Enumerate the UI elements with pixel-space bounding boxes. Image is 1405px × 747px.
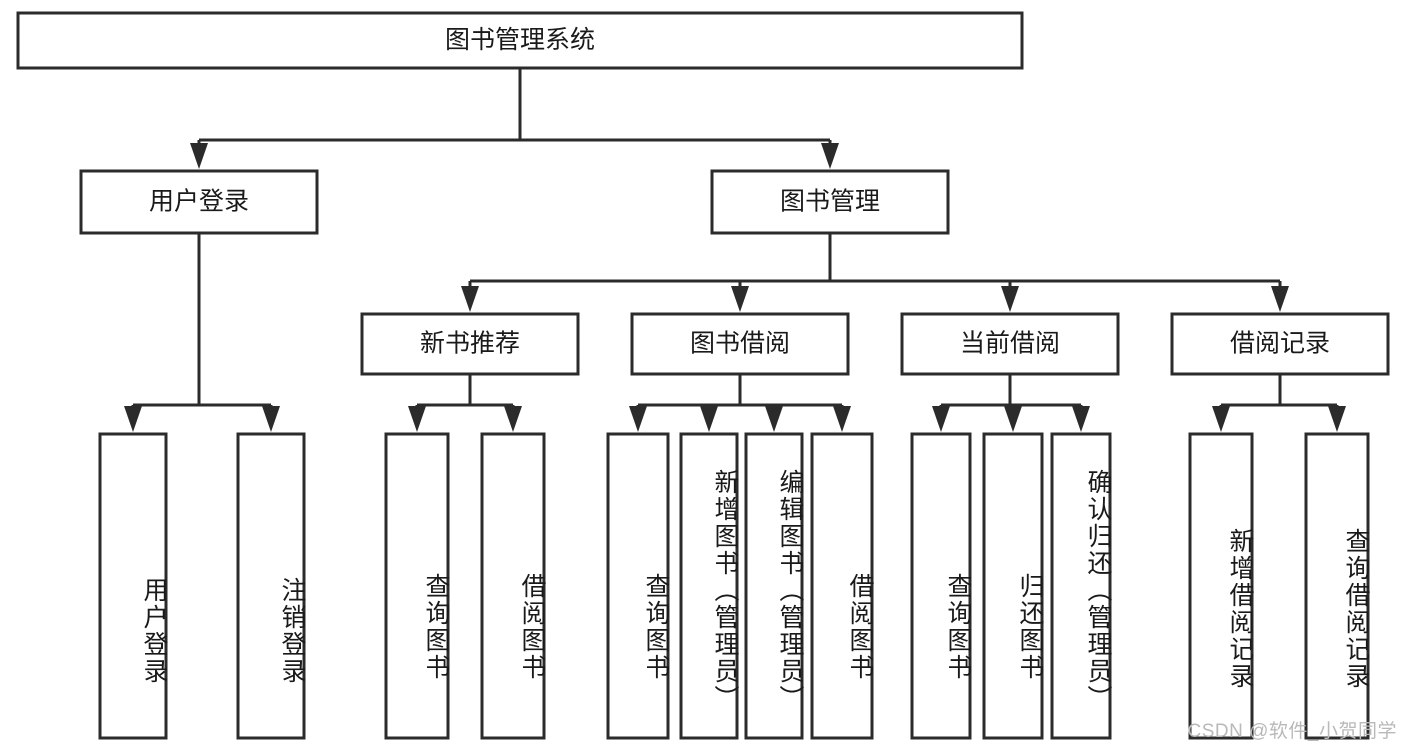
arrow-head-edge-userlogin-bus-1 xyxy=(262,406,280,432)
arrow-head-edge-root-bus-0 xyxy=(190,143,208,169)
node-box-leaf-query-book-3[interactable] xyxy=(910,432,972,740)
node-box-root[interactable] xyxy=(16,11,1024,70)
node-label-current-borrow: 当前借阅 xyxy=(960,330,1060,358)
node-box-leaf-borrow-book-2[interactable] xyxy=(810,432,874,740)
arrow-head-edge-bookmanage-bus-0 xyxy=(461,286,479,312)
node-box-leaf-query-borrow-record[interactable] xyxy=(1304,432,1370,740)
node-box-book-borrow[interactable] xyxy=(630,312,850,376)
node-box-leaf-query-book-2[interactable] xyxy=(606,432,670,740)
node-box-user-login[interactable] xyxy=(79,169,319,235)
arrow-head-edge-userlogin-bus-0 xyxy=(124,406,142,432)
arrow-head-edge-bookborrow-bus-2 xyxy=(765,406,783,432)
node-label-root: 图书管理系统 xyxy=(445,26,595,54)
node-box-borrow-record[interactable] xyxy=(1170,312,1390,376)
arrow-head-edge-bookborrow-bus-1 xyxy=(700,406,718,432)
node-box-leaf-borrow-book-1[interactable] xyxy=(480,432,546,740)
node-label-book-borrow: 图书借阅 xyxy=(690,330,790,358)
node-box-book-manage[interactable] xyxy=(710,169,950,235)
arrow-head-edge-bookmanage-bus-2 xyxy=(1001,286,1019,312)
arrow-head-edge-bookmanage-bus-3 xyxy=(1271,286,1289,312)
arrow-head-edge-bookborrow-bus-3 xyxy=(833,406,851,432)
node-box-leaf-user-login[interactable] xyxy=(98,432,168,740)
node-label-borrow-record: 借阅记录 xyxy=(1230,330,1330,358)
node-label-new-book-recommend: 新书推荐 xyxy=(420,330,520,358)
node-box-current-borrow[interactable] xyxy=(900,312,1120,376)
node-box-leaf-add-book-admin[interactable] xyxy=(679,432,739,740)
node-box-leaf-edit-book-admin[interactable] xyxy=(744,432,804,740)
arrow-head-edge-bookborrow-bus-0 xyxy=(629,406,647,432)
node-box-leaf-confirm-return-admin[interactable] xyxy=(1050,432,1112,740)
boxes-layer xyxy=(16,11,1390,740)
arrow-head-edge-currentborrow-bus-1 xyxy=(1004,406,1022,432)
node-box-leaf-logout-login[interactable] xyxy=(236,432,306,740)
arrow-head-edge-borrowrecord-bus-0 xyxy=(1212,406,1230,432)
arrow-head-edge-bookmanage-bus-1 xyxy=(731,286,749,312)
node-box-leaf-return-book[interactable] xyxy=(982,432,1044,740)
node-box-new-book-recommend[interactable] xyxy=(360,312,580,376)
arrow-head-edge-currentborrow-bus-0 xyxy=(932,406,950,432)
arrow-head-edge-newbook-bus-0 xyxy=(408,406,426,432)
arrow-head-edge-currentborrow-bus-2 xyxy=(1072,406,1090,432)
node-label-user-login: 用户登录 xyxy=(149,188,249,216)
csdn-watermark: CSDN @软件_小贺同学 xyxy=(1187,721,1397,742)
node-label-book-manage: 图书管理 xyxy=(780,188,880,216)
arrow-head-edge-root-bus-1 xyxy=(821,143,839,169)
arrow-head-edge-borrowrecord-bus-1 xyxy=(1328,406,1346,432)
node-box-leaf-query-book-1[interactable] xyxy=(384,432,450,740)
edges-layer xyxy=(124,68,1346,432)
arrow-head-edge-newbook-bus-1 xyxy=(504,406,522,432)
node-box-leaf-add-borrow-record[interactable] xyxy=(1188,432,1254,740)
